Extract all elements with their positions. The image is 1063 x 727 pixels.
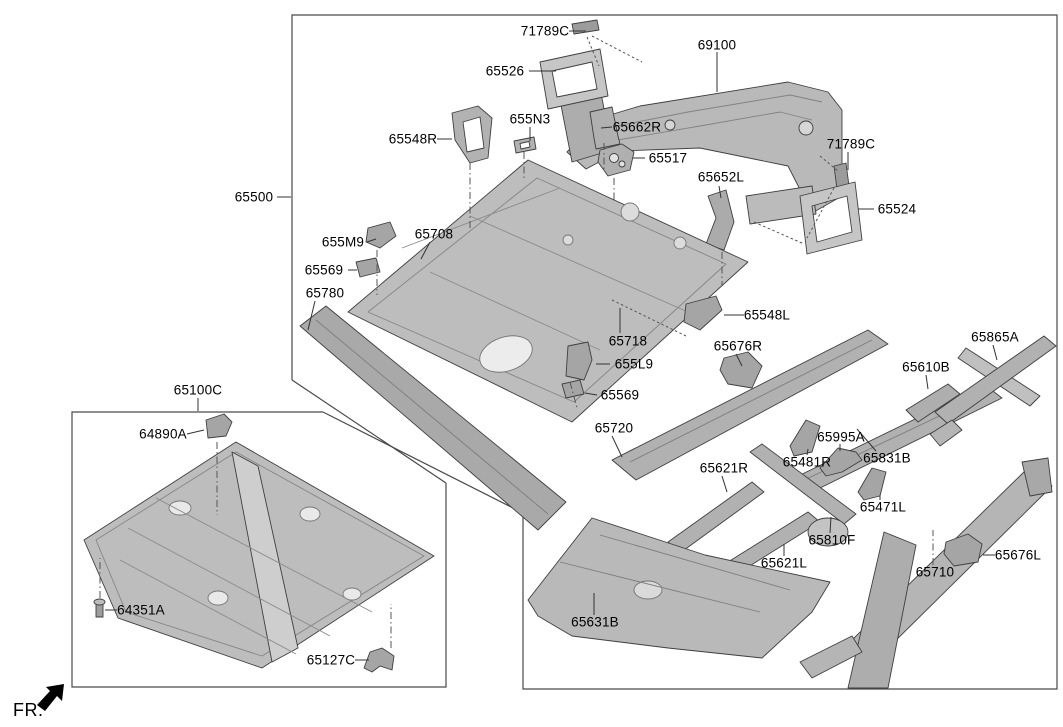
part-art-65517 [597,143,635,177]
part-art-64890A [205,413,233,439]
part-art-65569-right [561,379,585,399]
part-art-65548R [451,105,493,164]
part-illustrations [83,19,1057,689]
part-art-69100 [559,81,843,225]
part-art-65780 [299,305,567,531]
part-art-65676L [943,533,983,567]
part-art-65652L [705,189,735,251]
part-art-65481R [789,419,821,457]
main-box-outline [291,14,1058,690]
fr-direction-label: FR. [13,700,44,720]
part-art-65524 [799,181,863,255]
dash-dot-lines [99,143,934,648]
part-art-65810F [749,443,857,525]
frame-connector-upper [291,379,447,484]
part-art-65631B [527,517,831,659]
part-art-65610B [905,383,961,423]
leader-lines [105,30,998,661]
part-art-65865A [934,335,1057,425]
part-art-655M9 [365,221,397,249]
part-art-655L9 [565,341,593,381]
part-art-65471L [857,467,887,501]
diagram-frame-lines [71,14,1058,690]
part-art-65995A [819,447,863,477]
part-art-65548L [683,295,723,331]
part-art-64351A [93,598,106,618]
part-art-71789C-top [571,19,600,35]
part-art-65569-left [355,257,381,278]
part-art-front-floor-panel [83,441,435,669]
front-floor-box-outline [71,411,447,688]
dotted-lines [586,35,839,337]
part-art-655N3 [513,136,537,154]
part-art-rear-floor-panel [347,159,749,423]
frame-connector-lower [322,411,524,514]
part-art-65127C [363,647,395,673]
part-art-65526 [539,48,609,110]
part-art-65621R [667,481,765,554]
part-art-65720 [611,329,889,481]
fr-direction-arrow-icon [37,684,64,711]
part-art-65676R [719,351,763,389]
